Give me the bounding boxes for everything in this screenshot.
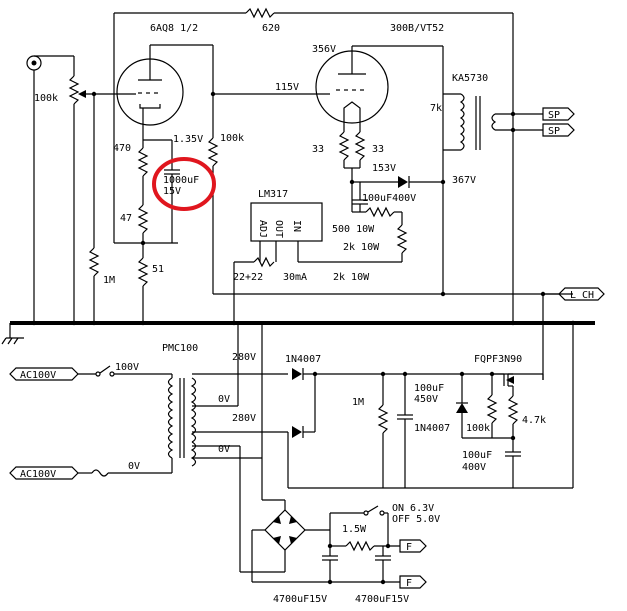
heater-resistor-value: 1.5W [342,524,367,535]
bypass-cap: 100uF400V [352,182,416,212]
output-plate-wire [351,45,461,95]
pot-value: 100k [34,93,58,104]
volume-pot: 100k [34,56,118,323]
speaker-terminal-2: SP [548,126,560,137]
filter-cap-line2: 450V [414,394,438,405]
filter-cap-line1: 100uF [414,383,444,394]
drain-resistor-value: 4.7k [522,415,546,426]
heater-caps: 4700uF15V 4700uF15V [273,546,409,605]
channel-connector: L CH [540,287,605,488]
cathode-resistor-47: 47 [120,213,132,224]
ac-input-2: AC100V 0V [9,458,173,480]
regulator-pin-out: OUT [273,220,284,238]
bypass-diode: 367V [352,175,476,188]
output-cap-line1: 100uF [462,450,492,461]
regulator-pin-in: IN [291,220,302,232]
regulator: LM317 ADJ OUT IN 22+22 0V 30mA [231,189,323,326]
cathode-cap-value-1: 1000uF [163,175,199,186]
mosfet: FQPF3N90 4.7k 100uF 400V [462,354,546,488]
ac-tap-100: 100V [115,362,139,373]
output-cap-line2: 400V [462,462,486,473]
zero-volt-1: 0V [218,394,230,405]
bleeder-value: 1M [352,397,364,408]
grid-resistor: 1M [88,94,115,323]
heater-switch: ON 6.3V OFF 5.0V 1.5W [327,503,440,552]
speaker-terminal-1: SP [548,110,560,121]
gate-network: 1N4007 100k [414,371,498,439]
reg-sense-resistor: 22+22 [233,272,263,283]
coupling-line: 115V [213,82,330,95]
plate-load-resistor: 100k [149,44,573,295]
power-transformer-label: PMC100 [162,343,198,354]
coupling-voltage: 115V [275,82,299,93]
reg-resistor-2k-a: 2k 10W [343,242,380,253]
filter-cap: 100uF 450V [397,374,444,488]
ht-voltage-1: 280V [232,352,256,363]
hum-resistor-right: 33 [372,144,384,155]
driver-tube-label: 6AQ8 1/2 [150,23,198,34]
cathode-network: 470 47 51 1.35V 1000uF 15V [113,125,203,323]
mosfet-label: FQPF3N90 [474,354,522,365]
ground-bus [1,321,595,345]
primary-impedance: 7k [430,103,442,114]
output-transformer: KA5730 7k [430,73,543,151]
heater-switch-off: OFF 5.0V [392,514,440,525]
plate-load-value: 100k [220,133,244,144]
gate-resistor-value: 100k [466,423,490,434]
regulator-pin-adj: ADJ [257,220,268,238]
reg-resistors: 500 10W 2k 10W [322,206,408,263]
cathode-voltage-output: 153V [372,163,396,174]
rectifier-diode-1: 1N4007 [285,354,321,438]
reg-resistor-2k-b: 2k 10W [333,272,370,283]
channel-label: L CH [570,290,594,301]
filament-balance: 33 33 153V [312,122,396,212]
ac-input-2-label: AC100V [20,469,56,480]
ht-voltage-2: 280V [232,413,256,424]
heater-cap-2: 4700uF15V [355,594,409,605]
grid-resistor-value: 1M [103,275,115,286]
ht-secondary: 280V 0V 280V [192,323,288,433]
feedback-resistor-value: 620 [262,23,280,34]
highlight-circle [152,157,216,211]
rectifier-diode-label: 1N4007 [285,354,321,365]
zener-label: 1N4007 [414,423,450,434]
filament-connectors: F F [399,539,427,589]
input-jack [26,55,74,323]
power-transformer: PMC100 [162,343,198,467]
heater-cap-1: 4700uF15V [273,594,327,605]
regulator-label: LM317 [258,189,288,200]
reg-resistor-lower: 2k 10W [333,272,370,283]
cathode-cap-value-2: 15V [163,186,181,197]
bleeder-resistor: 1M [352,374,389,488]
hum-resistor-left: 33 [312,144,324,155]
reg-current-label: 30mA [283,272,307,283]
heater-switch-on: ON 6.3V [392,503,434,514]
ac-input-1: AC100V 100V [9,362,173,381]
bridge-rectifier [251,500,400,583]
ac-tap-0: 0V [128,461,140,472]
driver-tube: 6AQ8 1/2 [116,23,198,126]
plate-voltage: 356V [312,44,336,55]
reg-resistor-500: 500 10W [332,224,375,235]
zero-volt-2: 0V [218,444,230,455]
cathode-resistor-470: 470 [113,143,131,154]
bypass-cap-value: 100uF400V [362,193,416,204]
filament-terminal-2: F [406,578,412,589]
heater-secondary: 0V 0V [192,323,285,573]
speaker-terminals: SP SP [542,107,575,137]
output-tube-label: 300B/VT52 [390,23,444,34]
output-tube: 300B/VT52 356V [312,23,444,124]
cathode-voltage: 1.35V [173,134,203,145]
ac-input-1-label: AC100V [20,370,56,381]
output-transformer-label: KA5730 [452,73,488,84]
cathode-resistor-51: 51 [152,264,164,275]
filament-terminal-1: F [406,542,412,553]
feedback-resistor: 620 [113,7,514,323]
b-plus-voltage: 367V [452,175,476,186]
